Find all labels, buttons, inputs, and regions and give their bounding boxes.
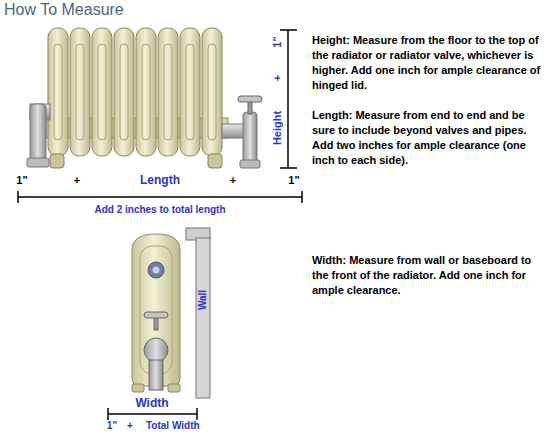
plus-sign: + xyxy=(127,420,133,432)
instruction-text: Width: Measure from wall or baseboard to… xyxy=(312,253,544,298)
radiator-foot xyxy=(50,154,64,168)
radiator-side-view xyxy=(132,228,210,398)
dimension-label: Total Width xyxy=(146,420,200,432)
valve-handle xyxy=(238,96,262,102)
valve-pipe xyxy=(149,360,163,390)
dimension-note: Add 2 inches to total length xyxy=(94,204,225,216)
dimension-label: Height xyxy=(271,111,284,145)
dimension-label: 1" xyxy=(107,420,117,432)
radiator-front-view xyxy=(27,28,262,168)
valve-handle xyxy=(144,312,168,318)
dimension-label: Width xyxy=(135,397,168,411)
valve-body xyxy=(243,112,257,164)
dimension-label: 1" xyxy=(16,174,27,187)
dimension-label: 1" xyxy=(288,174,299,187)
instruction-text: Height: Measure from the floor to the to… xyxy=(312,33,544,93)
radiator-foot xyxy=(168,384,180,392)
length-dimension xyxy=(18,191,302,203)
plus-sign: + xyxy=(271,75,284,81)
plus-sign: + xyxy=(74,174,80,187)
wall-label: Wall xyxy=(197,290,209,310)
page-title: How To Measure xyxy=(4,1,124,19)
valve-body xyxy=(144,338,168,362)
air-vent xyxy=(153,267,160,274)
dimension-label: 1" xyxy=(271,36,284,47)
plus-sign: + xyxy=(230,174,236,187)
inlet-pipe xyxy=(30,104,46,160)
radiator-foot xyxy=(208,154,222,168)
pipe-flange xyxy=(240,160,260,168)
dimension-label: Length xyxy=(140,174,180,188)
instruction-text: Length: Measure from end to end and be s… xyxy=(312,108,544,168)
radiator-column xyxy=(140,246,172,374)
air-vent xyxy=(148,262,164,278)
wall xyxy=(196,238,210,398)
pipe-flange xyxy=(27,158,49,167)
radiator-foot xyxy=(132,384,144,392)
height-dimension xyxy=(280,30,297,168)
